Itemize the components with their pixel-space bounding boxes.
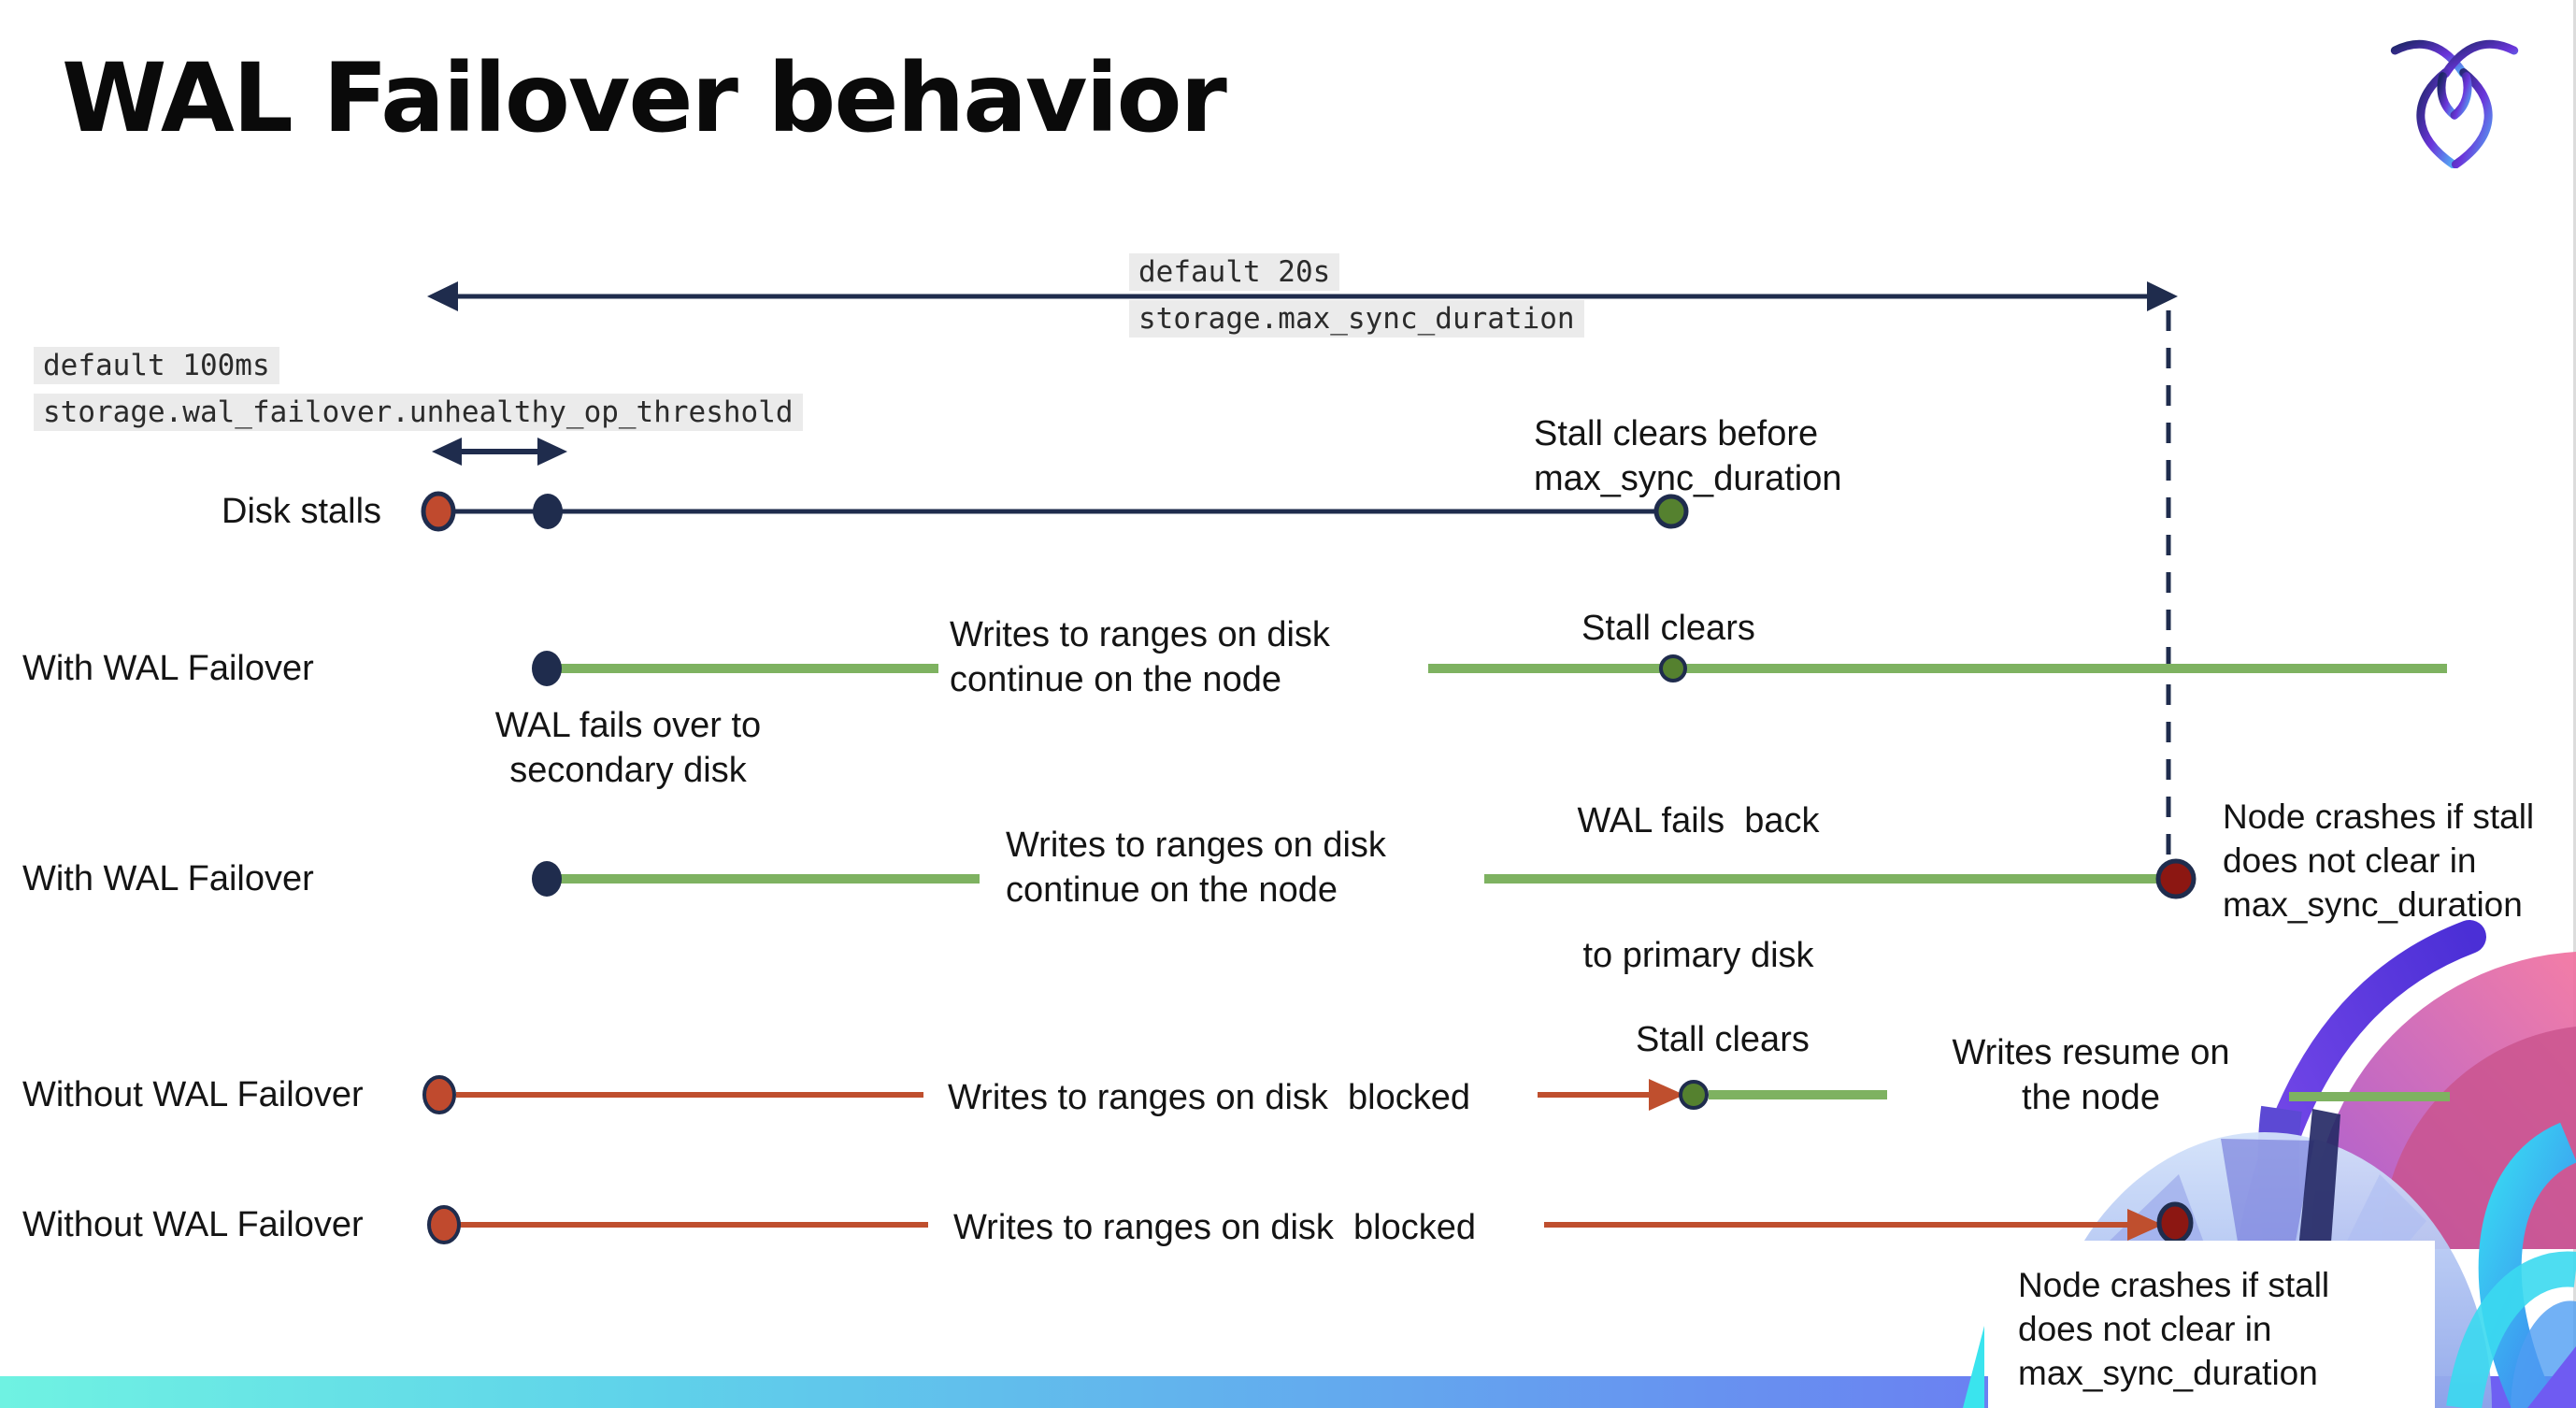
art-corner-purple	[2527, 1346, 2576, 1408]
note-line: WAL fails back	[1577, 801, 1820, 840]
node-crashes-note-1: Node crashes if stall does not clear in …	[2223, 795, 2534, 927]
arrowhead-right-icon	[537, 438, 567, 466]
timeline-with-wal-1	[532, 651, 2447, 686]
note-line: secondary disk	[509, 751, 747, 790]
note-line: Node crashes if stall	[2223, 797, 2535, 836]
stall-start-dot	[422, 1075, 456, 1114]
stall-clear-dot	[1659, 654, 1687, 682]
stall-clear-dot	[1679, 1080, 1709, 1110]
wal-failback-note: WAL fails back to primary disk	[1535, 709, 1862, 1068]
row-label-without-wal-1: Without WAL Failover	[22, 1075, 364, 1114]
stall-start-dot	[427, 1205, 461, 1244]
note-line: Writes resume on	[1952, 1033, 2230, 1072]
arrowhead-right-icon	[1649, 1079, 1684, 1111]
row-label-disk-stalls: Disk stalls	[222, 492, 382, 531]
note-line: Writes to ranges on disk	[950, 615, 1330, 654]
stall-clear-dot	[1653, 494, 1689, 529]
page-title: WAL Failover behavior	[62, 43, 1227, 154]
timeline-with-wal-2	[532, 858, 2197, 899]
setting-name: storage.wal_failover.unhealthy_op_thresh…	[34, 394, 803, 431]
note-line: Stall clears before	[1534, 414, 1819, 453]
unhealthy-op-threshold-arrow	[432, 438, 567, 466]
note-line: does not clear in	[2223, 841, 2477, 880]
art-cyan-arc-2	[2446, 1251, 2576, 1408]
row-label-without-wal-2: Without WAL Failover	[22, 1205, 364, 1244]
writes-blocked-note-1: Writes to ranges on disk blocked	[948, 1078, 1471, 1117]
timeline-without-wal-1	[422, 1075, 2450, 1114]
stall-clears-before-note: Stall clears before max_sync_duration	[1534, 411, 1842, 501]
crash-note-line: Node crashes if stall	[2018, 1266, 2330, 1304]
wal-failover-note: WAL fails over to secondary disk	[460, 703, 796, 793]
writes-blocked-note-2: Writes to ranges on disk blocked	[953, 1208, 1477, 1247]
note-line: max_sync_duration	[1534, 459, 1842, 498]
crash-note-line: does not clear in	[2018, 1310, 2272, 1348]
note-line: WAL fails over to	[494, 706, 762, 745]
writes-continue-note-2: Writes to ranges on disk continue on the…	[1006, 823, 1386, 912]
stall-start-dot	[421, 491, 456, 532]
note-line: max_sync_duration	[2223, 885, 2523, 924]
max-sync-duration-arrow	[427, 281, 2178, 856]
arrowhead-right-icon	[2147, 281, 2178, 311]
stall-clears-note-1: Stall clears	[1581, 609, 1755, 648]
failover-dot	[532, 861, 562, 897]
setting-name: storage.max_sync_duration	[1129, 300, 1584, 338]
threshold-dot	[533, 494, 563, 529]
crash-dot	[2155, 858, 2197, 899]
writes-resume-note: Writes resume on the node	[1946, 1030, 2236, 1120]
cockroachdb-logo-icon	[2390, 39, 2519, 168]
art-cyan-sliver	[1963, 1326, 1984, 1408]
unhealthy-op-setting-label: default 100ms storage.wal_failover.unhea…	[34, 342, 803, 436]
art-cyan-arc-1	[2478, 1122, 2576, 1408]
note-line: continue on the node	[1006, 870, 1338, 910]
art-navy-band	[2297, 1109, 2340, 1268]
arrowhead-left-icon	[432, 438, 462, 466]
timeline-disk-stalls	[421, 491, 1689, 532]
failover-dot	[532, 651, 562, 686]
crash-note-text: Node crashes if stall does not clear in …	[2018, 1263, 2329, 1395]
writes-continue-note-1: Writes to ranges on disk continue on the…	[950, 612, 1330, 702]
crash-note-box: Node crashes if stall does not clear in …	[1988, 1241, 2435, 1408]
note-line: Writes to ranges on disk	[1006, 826, 1386, 865]
arrowhead-right-icon	[2127, 1209, 2163, 1241]
row-label-with-wal-1: With WAL Failover	[22, 649, 314, 688]
setting-default-value: default 20s	[1129, 253, 1340, 291]
slide-right-border	[2573, 0, 2576, 1376]
max-sync-setting-label: default 20s storage.max_sync_duration	[1129, 249, 1584, 342]
note-line: to primary disk	[1582, 936, 1814, 975]
stall-clears-note-2: Stall clears	[1636, 1020, 1810, 1059]
note-line: the node	[2022, 1078, 2160, 1117]
setting-default-value: default 100ms	[34, 347, 279, 384]
row-label-with-wal-2: With WAL Failover	[22, 859, 314, 898]
note-line: continue on the node	[950, 660, 1281, 699]
arrowhead-left-icon	[427, 281, 458, 311]
crash-dot	[2156, 1201, 2194, 1244]
crash-note-line: max_sync_duration	[2018, 1354, 2318, 1392]
